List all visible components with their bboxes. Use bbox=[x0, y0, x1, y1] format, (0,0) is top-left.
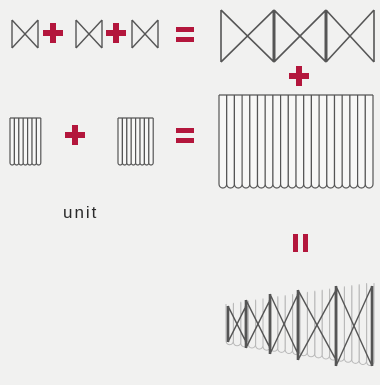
background-rib bbox=[366, 283, 375, 367]
rib bbox=[264, 95, 274, 189]
rib bbox=[233, 95, 243, 189]
equals-sign-vertical bbox=[293, 234, 308, 252]
rib bbox=[341, 95, 351, 189]
rib bbox=[280, 95, 289, 189]
rib bbox=[9, 118, 15, 166]
equals-sign-row1 bbox=[176, 27, 194, 42]
background-rib bbox=[299, 293, 308, 357]
rib bbox=[31, 118, 37, 166]
rib bbox=[143, 118, 150, 166]
background-rib bbox=[255, 299, 264, 350]
rib bbox=[22, 118, 29, 166]
rib bbox=[139, 118, 145, 166]
rib bbox=[148, 118, 154, 166]
rib bbox=[126, 118, 132, 166]
corrugated-unit-2 bbox=[117, 117, 154, 166]
unit-label: unit bbox=[63, 203, 99, 222]
small-braced-unit-2 bbox=[75, 19, 103, 49]
background-rib bbox=[343, 286, 353, 363]
rib bbox=[287, 95, 297, 189]
rib bbox=[256, 95, 266, 189]
rib bbox=[241, 95, 251, 189]
brace-member bbox=[335, 285, 373, 367]
rib bbox=[357, 95, 366, 189]
corrugated-unit-1 bbox=[9, 117, 42, 166]
equals-sign-row2 bbox=[176, 128, 194, 143]
background-rib bbox=[306, 291, 316, 358]
rib bbox=[13, 118, 20, 166]
rib bbox=[18, 118, 24, 166]
large-braced-frame bbox=[220, 9, 375, 63]
rib bbox=[35, 118, 42, 166]
rib bbox=[310, 95, 320, 189]
plus-sign-row1-b bbox=[106, 23, 126, 43]
rib bbox=[218, 95, 228, 189]
rib bbox=[135, 118, 141, 166]
rib bbox=[318, 95, 328, 189]
rib bbox=[333, 95, 343, 189]
rib bbox=[349, 95, 359, 189]
rib bbox=[130, 118, 137, 166]
small-braced-unit-3 bbox=[131, 19, 159, 49]
corrugated-panel bbox=[218, 94, 374, 189]
rib bbox=[295, 95, 305, 189]
plus-sign-row1-a bbox=[43, 23, 63, 43]
brace-member bbox=[227, 305, 247, 343]
background-rib bbox=[284, 295, 294, 354]
rib bbox=[121, 118, 128, 166]
background-rib bbox=[321, 289, 331, 360]
plus-sign-row2 bbox=[65, 125, 85, 145]
brace-member bbox=[245, 299, 271, 349]
rib bbox=[27, 118, 33, 166]
rib bbox=[272, 95, 282, 189]
brace-member bbox=[269, 293, 299, 355]
rib bbox=[303, 95, 312, 189]
rib bbox=[117, 118, 123, 166]
combined-structure bbox=[225, 283, 375, 367]
background-rib bbox=[269, 297, 279, 352]
rib bbox=[226, 95, 235, 189]
plus-sign-vertical bbox=[289, 66, 309, 86]
rib bbox=[249, 95, 259, 189]
small-braced-unit-1 bbox=[11, 19, 39, 49]
rib bbox=[364, 95, 374, 189]
brace-member bbox=[297, 289, 337, 361]
rib bbox=[326, 95, 336, 189]
